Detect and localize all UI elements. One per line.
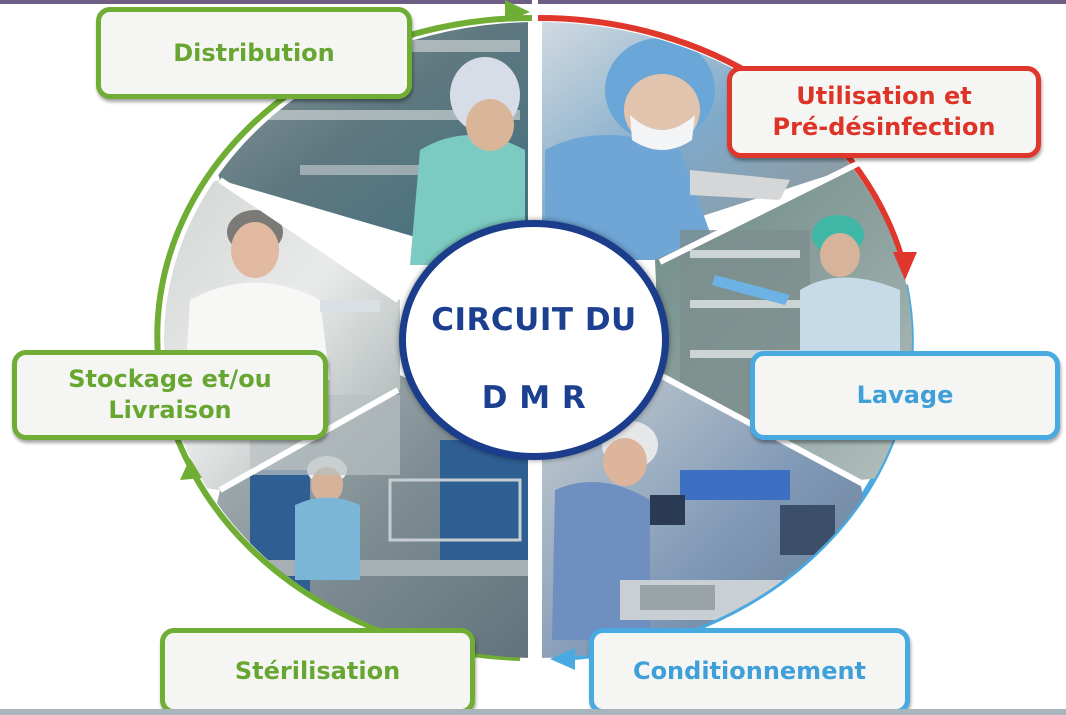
arrow-head-sterilisation-icon bbox=[180, 458, 202, 480]
center-circle: CIRCUIT DU D M R bbox=[399, 220, 669, 460]
step-lavage: Lavage bbox=[750, 351, 1060, 440]
bottom-border bbox=[0, 709, 1066, 715]
center-title-line2: D M R bbox=[481, 380, 587, 416]
arrow-head-distribution-icon bbox=[505, 0, 530, 22]
arrow-head-utilisation-icon bbox=[893, 252, 917, 280]
center-title-line1: CIRCUIT DU bbox=[431, 302, 637, 338]
step-utilisation-pre-desinfection: Utilisation et Pré-désinfection bbox=[727, 66, 1041, 158]
step-sterilisation: Stérilisation bbox=[160, 628, 475, 714]
step-stockage-livraison: Stockage et/ou Livraison bbox=[12, 350, 328, 440]
step-conditionnement: Conditionnement bbox=[589, 628, 910, 714]
arrow-head-conditionnement-icon bbox=[550, 648, 575, 670]
center-title: CIRCUIT DU D M R bbox=[431, 262, 636, 418]
step-distribution: Distribution bbox=[96, 7, 412, 99]
